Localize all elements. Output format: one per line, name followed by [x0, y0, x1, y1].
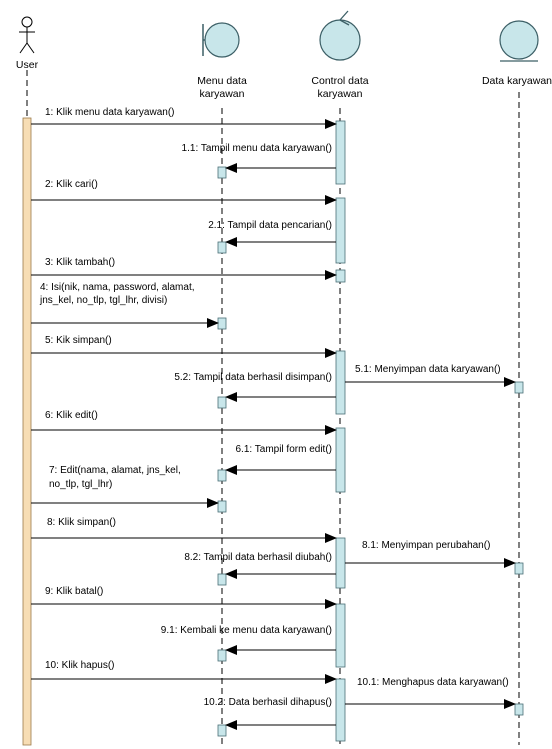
message-label: 8.1: Menyimpan perubahan() [362, 540, 490, 551]
activation-control [335, 120, 346, 185]
message-label: 4: Isi(nik, nama, password, alamat, [40, 282, 195, 293]
message-label: 2.1: Tampil data pencarian() [208, 220, 332, 231]
activation-menu [217, 500, 227, 513]
control-icon [319, 10, 361, 61]
activation-entity [514, 381, 524, 394]
message-label: 5.1: Menyimpan data karyawan() [355, 364, 501, 375]
message-label: 7: Edit(nama, alamat, jns_kel, [49, 465, 181, 476]
activation-control [335, 537, 346, 589]
message-label: 5: Kik simpan() [45, 335, 112, 346]
message-label: 1.1: Tampil menu data karyawan() [182, 143, 332, 154]
actor-icon [19, 16, 35, 54]
activation-menu [217, 649, 227, 662]
lifeline-label-control-line1: Control data [311, 75, 368, 87]
lifeline-label-user: User [16, 59, 39, 71]
activation-control [335, 269, 346, 283]
activation-menu [217, 396, 227, 409]
activation-menu [217, 724, 227, 737]
message-label: 10.1: Menghapus data karyawan() [357, 677, 509, 688]
message-label: 6: Klik edit() [45, 410, 98, 421]
boundary-icon [202, 22, 240, 58]
activation-menu [217, 241, 227, 254]
activation-user [22, 117, 32, 746]
lifelines [26, 70, 520, 745]
message-label: 1: Klik menu data karyawan() [45, 107, 175, 118]
entity-icon [499, 20, 539, 62]
message-label: 10: Klik hapus() [45, 660, 114, 671]
lifeline-label-entity: Data karyawan [482, 75, 552, 87]
message-label: jns_kel, no_tlp, tgl_lhr, divisi) [39, 295, 167, 306]
message-label: 8.2: Tampil data berhasil diubah() [184, 552, 332, 563]
activation-menu [217, 317, 227, 330]
activation-entity [514, 703, 524, 716]
activation-bars [22, 117, 524, 746]
message-label: 9.1: Kembali ke menu data karyawan() [161, 625, 332, 636]
activation-control [335, 427, 346, 493]
message-label: 3: Klik tambah() [45, 257, 115, 268]
lifeline-label-control-line2: karyawan [318, 88, 363, 100]
messages: 1: Klik menu data karyawan() 1.1: Tampil… [31, 107, 516, 730]
activation-control [335, 678, 346, 742]
activation-menu [217, 573, 227, 586]
activation-control [335, 350, 346, 415]
message-label: no_tlp, tgl_lhr) [49, 479, 112, 490]
message-label: 6.1: Tampil form edit() [235, 444, 332, 455]
message-label: 8: Klik simpan() [47, 517, 116, 528]
activation-control [335, 603, 346, 668]
activation-entity [514, 562, 524, 575]
activation-menu [217, 166, 227, 179]
activation-control [335, 197, 346, 264]
lifeline-label-menu-line2: karyawan [200, 88, 245, 100]
message-label: 5.2: Tampil data berhasil disimpan() [174, 372, 332, 383]
lifeline-label-menu-line1: Menu data [197, 75, 247, 87]
message-label: 10.2: Data berhasil dihapus() [204, 697, 332, 708]
activation-menu [217, 469, 227, 482]
message-label: 2: Klik cari() [45, 179, 98, 190]
message-label: 9: Klik batal() [45, 586, 103, 597]
